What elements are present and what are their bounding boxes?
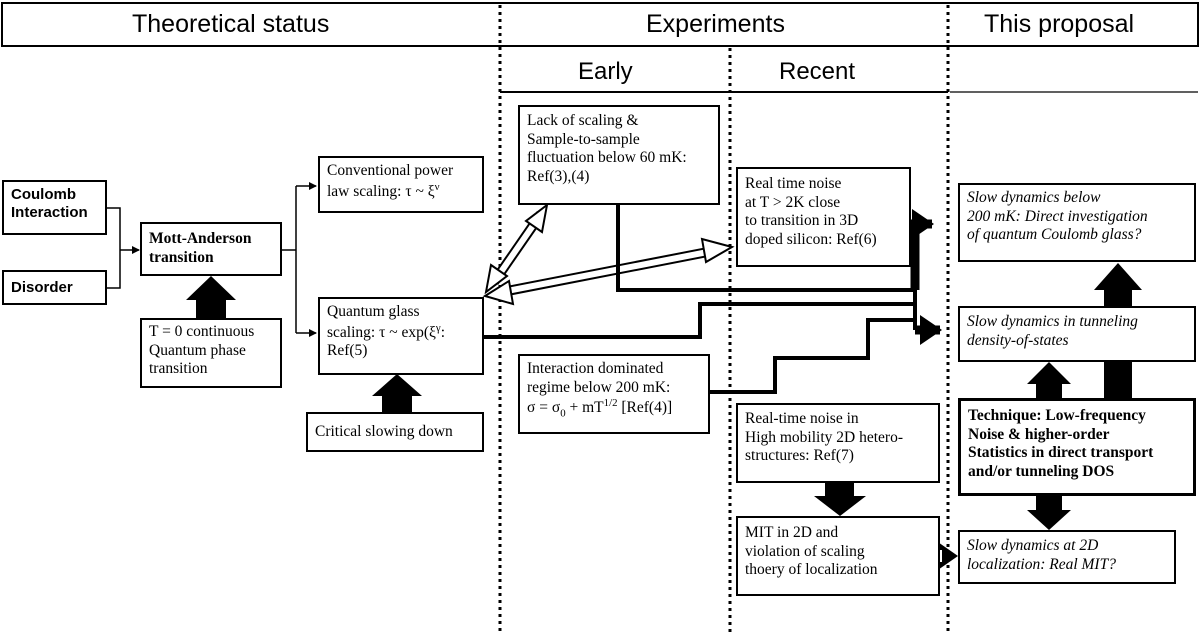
connector-disorder: [107, 250, 121, 289]
technique-line-3: Statistics in direct transport: [968, 444, 1154, 462]
block-arrow-technique-slow2d: [1027, 496, 1071, 530]
hollow-arrow-lack-head-up: [524, 202, 549, 234]
interaction-line-1: Interaction dominated: [527, 360, 664, 377]
technique-line-2: Noise & higher-order: [968, 425, 1110, 443]
lack-line-3: fluctuation below 60 mK:: [527, 149, 687, 167]
mott-line-2: transition: [149, 248, 214, 266]
hollow-arrow-3d-shaft-inner: [496, 247, 719, 296]
disorder-line-1: Disorder: [11, 279, 73, 296]
t0-line-3: transition: [149, 360, 208, 378]
box-technique: Technique: Low-frequency Noise & higher-…: [958, 398, 1196, 496]
thick-line-qglass-to-slowtunnel: [484, 302, 915, 339]
lack-line-1: Lack of scaling &: [527, 112, 639, 129]
block-arrow-technique-slowtunnel: [1027, 362, 1071, 398]
rt3d-line-3: to transition in 3D: [745, 212, 859, 230]
slow2d-line-2: localization: Real MIT?: [967, 555, 1116, 573]
qglass-line-1: Quantum glass: [327, 303, 420, 320]
thick-line-interaction-to-slowtunnel: [710, 318, 915, 394]
box-slow-dynamics-200mk: Slow dynamics below 200 mK: Direct inves…: [958, 183, 1196, 262]
qglass-line-3: Ref(5): [327, 342, 368, 360]
rt3d-line-1: Real time noise: [745, 175, 842, 192]
box-real-time-noise-2d: Real-time noise in High mobility 2D hete…: [736, 403, 940, 483]
critical-line-1: Critical slowing down: [315, 423, 453, 440]
box-slow-dynamics-tunneling: Slow dynamics in tunneling density-of-st…: [958, 306, 1196, 362]
connector-coulomb: [107, 207, 121, 250]
box-slow-dynamics-2d: Slow dynamics at 2D localization: Real M…: [958, 530, 1176, 584]
thick-arrow-to-slow200: [910, 209, 934, 290]
t0-line-2: Quantum phase: [149, 341, 246, 359]
slowtunnel-line-1: Slow dynamics in tunneling: [967, 313, 1138, 330]
interaction-line-3: σ = σ0 + mT1/2 [Ref(4)]: [527, 397, 673, 420]
box-conventional-power-law: Conventional power law scaling: τ ~ ξν: [318, 156, 484, 213]
slow200-line-3: of quantum Coulomb glass?: [967, 226, 1142, 244]
rt2d-line-2: High mobility 2D hetero-: [745, 428, 903, 446]
hollow-arrow-3d-head-left: [482, 279, 515, 306]
box-lack-of-scaling: Lack of scaling & Sample-to-sample fluct…: [518, 105, 720, 205]
mit2d-line-3: thoery of localization: [745, 561, 878, 579]
t0-line-1: T = 0 continuous: [149, 323, 255, 340]
coulomb-line-2: Interaction: [11, 204, 88, 221]
mott-line-1: Mott-Anderson: [149, 230, 252, 247]
mit2d-line-1: MIT in 2D and: [745, 524, 839, 541]
technique-line-1: Technique: Low-frequency: [968, 407, 1146, 424]
slow2d-line-1: Slow dynamics at 2D: [967, 537, 1099, 554]
rt3d-line-2: at T > 2K close: [745, 193, 841, 211]
box-interaction-dominated: Interaction dominated regime below 200 m…: [518, 354, 710, 434]
header-early: Early: [578, 58, 633, 85]
header-theoretical-status: Theoretical status: [132, 10, 330, 38]
coulomb-line-1: Coulomb: [11, 186, 76, 203]
rt3d-line-4: doped silicon: Ref(6): [745, 230, 877, 248]
box-mit-2d: MIT in 2D and violation of scaling thoer…: [736, 516, 940, 596]
block-arrow-realtime2d-mit2d: [814, 483, 866, 516]
mit2d-line-2: violation of scaling: [745, 542, 865, 560]
box-mott-anderson: Mott-Anderson transition: [140, 222, 282, 276]
slow200-line-1: Slow dynamics below: [967, 189, 1101, 206]
block-arrow-mit2d-slow2d: [935, 540, 958, 572]
lack-line-2: Sample-to-sample: [527, 130, 640, 148]
box-t0-quantum-phase: T = 0 continuous Quantum phase transitio…: [140, 318, 282, 388]
slow200-line-2: 200 mK: Direct investigation: [967, 207, 1148, 225]
qglass-line-2: scaling: τ ~ exp(ξγ:: [327, 321, 446, 341]
slowtunnel-line-2: density-of-states: [967, 331, 1069, 349]
box-coulomb-interaction: Coulomb Interaction: [2, 180, 107, 235]
block-arrow-critical-qglass: [372, 374, 422, 412]
header-frame: [1, 2, 1199, 47]
box-quantum-glass: Quantum glass scaling: τ ~ exp(ξγ: Ref(5…: [318, 297, 484, 375]
interaction-line-2: regime below 200 mK:: [527, 378, 671, 396]
rt2d-line-3: structures: Ref(7): [745, 447, 854, 465]
rt2d-line-1: Real-time noise in: [745, 410, 859, 427]
technique-line-4: and/or tunneling DOS: [968, 462, 1115, 480]
hollow-arrow-3d-head-right: [700, 237, 735, 264]
hollow-arrow-lack-head-down: [484, 263, 509, 295]
conv-line-2: law scaling: τ ~ ξν: [327, 180, 440, 200]
block-arrow-t0-mott: [186, 276, 236, 318]
conv-line-1: Conventional power: [327, 162, 454, 179]
lack-line-4: Ref(3),(4): [527, 167, 590, 185]
header-experiments: Experiments: [646, 10, 785, 38]
box-critical-slowing-down: Critical slowing down: [306, 412, 484, 452]
box-disorder: Disorder: [2, 270, 107, 305]
header-this-proposal: This proposal: [984, 10, 1135, 38]
box-real-time-noise-3d: Real time noise at T > 2K close to trans…: [736, 167, 911, 267]
header-recent: Recent: [779, 58, 856, 85]
